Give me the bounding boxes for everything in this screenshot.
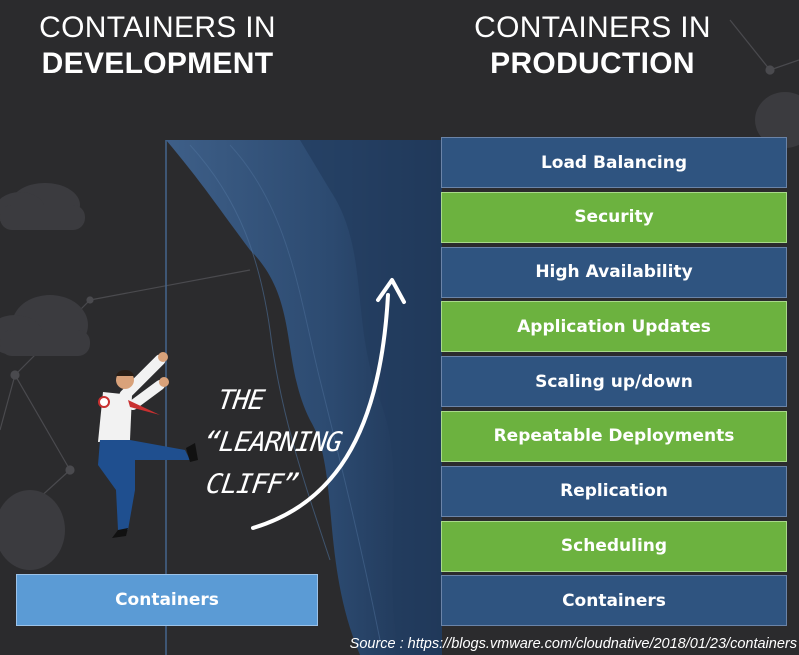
production-heading-line2: PRODUCTION (490, 47, 695, 80)
layer-containers: Containers (441, 575, 787, 627)
development-heading: CONTAINERS IN DEVELOPMENT (20, 10, 295, 82)
development-heading-line1: CONTAINERS IN (39, 11, 276, 44)
layer-repeatable-deployments: Repeatable Deployments (441, 410, 787, 462)
production-heading: CONTAINERS IN PRODUCTION (440, 10, 745, 82)
layer-replication: Replication (441, 465, 787, 517)
cliff-label-line1: THE (215, 385, 266, 416)
climbing-man-illustration (98, 352, 198, 538)
learning-cliff-label: THE “LEARNING CLIFF” (201, 380, 350, 506)
production-heading-line1: CONTAINERS IN (474, 11, 711, 44)
upward-arrow-icon (251, 278, 406, 530)
source-citation: Source : https://blogs.vmware.com/cloudn… (349, 636, 797, 652)
production-stack: Load Balancing Security High Availabilit… (441, 137, 787, 630)
layer-application-updates: Application Updates (441, 301, 787, 353)
development-containers-block: Containers (16, 574, 318, 626)
cloud-decoration (0, 92, 799, 570)
layer-high-availability: High Availability (441, 246, 787, 298)
cliff-label-line3: CLIFF” (203, 469, 300, 500)
layer-security: Security (441, 191, 787, 243)
layer-load-balancing: Load Balancing (441, 137, 787, 188)
development-heading-line2: DEVELOPMENT (41, 47, 274, 80)
layer-scheduling: Scheduling (441, 520, 787, 572)
layer-scaling: Scaling up/down (441, 356, 787, 408)
cliff-label-line2: “LEARNING (201, 427, 344, 458)
